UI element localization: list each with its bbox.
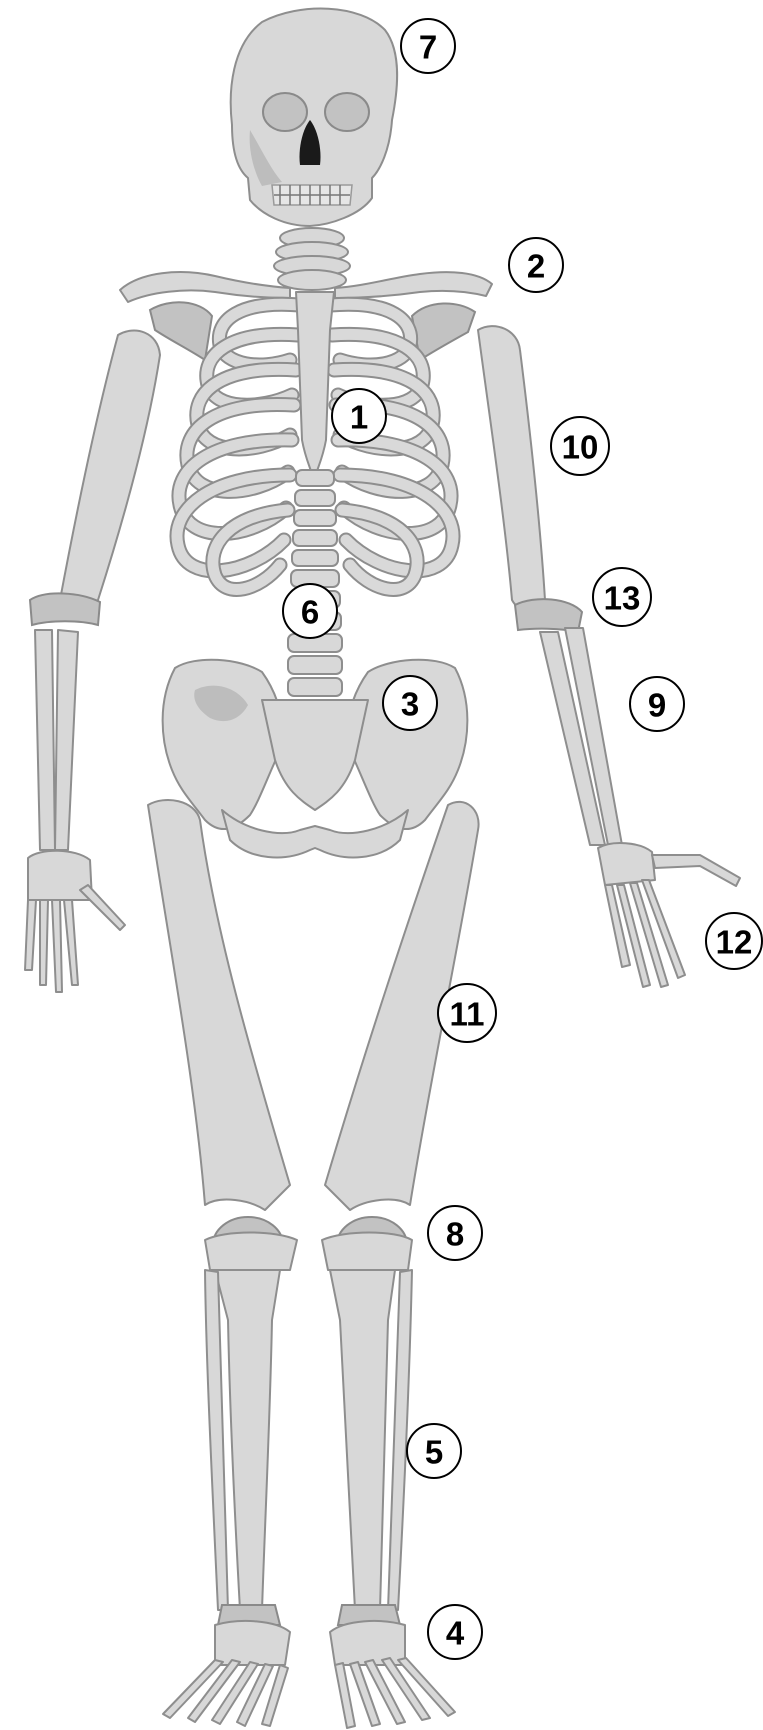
marker-8-text: 8	[446, 1216, 464, 1253]
marker-5: 5	[407, 1424, 461, 1478]
left-leg	[148, 800, 297, 1726]
marker-5-text: 5	[425, 1434, 443, 1471]
marker-4-text: 4	[446, 1615, 465, 1652]
marker-1: 1	[332, 389, 386, 443]
marker-11: 11	[438, 984, 496, 1042]
marker-3: 3	[383, 676, 437, 730]
right-leg	[322, 802, 479, 1728]
marker-7-text: 7	[419, 29, 437, 66]
marker-6: 6	[283, 584, 337, 638]
cervical-vertebrae	[274, 228, 350, 290]
left-arm	[25, 331, 160, 992]
skeleton-illustration	[25, 9, 740, 1728]
marker-3-text: 3	[401, 686, 419, 723]
right-arm	[478, 326, 740, 987]
marker-13: 13	[593, 568, 651, 626]
marker-10-text: 10	[562, 429, 599, 466]
left-hand	[25, 851, 125, 992]
marker-12-text: 12	[716, 924, 753, 961]
marker-10: 10	[551, 417, 609, 475]
spine	[288, 470, 342, 696]
marker-4: 4	[428, 1605, 482, 1659]
marker-9-text: 9	[648, 687, 666, 724]
marker-7: 7	[401, 19, 455, 73]
marker-9: 9	[630, 677, 684, 731]
left-foot	[163, 1621, 290, 1726]
marker-8: 8	[428, 1206, 482, 1260]
marker-2-text: 2	[527, 248, 545, 285]
marker-11-text: 11	[450, 996, 485, 1033]
marker-2: 2	[509, 238, 563, 292]
marker-6-text: 6	[301, 594, 319, 631]
skull	[231, 9, 397, 226]
marker-12: 12	[706, 913, 762, 969]
marker-13-text: 13	[604, 580, 641, 617]
marker-1-text: 1	[350, 399, 368, 436]
